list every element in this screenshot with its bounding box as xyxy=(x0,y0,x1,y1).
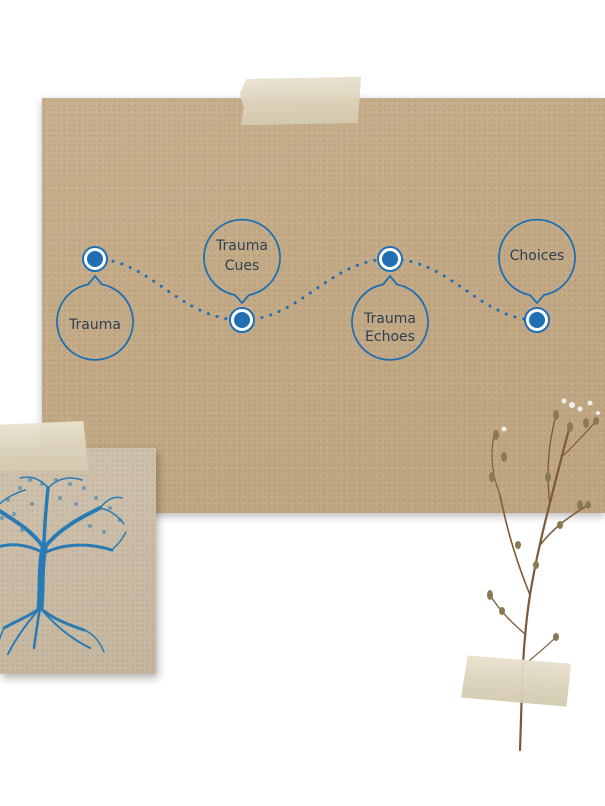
node-trauma-echoes: Trauma Echoes xyxy=(351,246,429,361)
label-trauma-echoes-line2: Echoes xyxy=(365,329,415,345)
label-trauma: Trauma xyxy=(68,317,121,333)
label-trauma-echoes-line1: Trauma xyxy=(363,311,416,327)
tree-card xyxy=(0,448,156,674)
bubble-trauma-echoes xyxy=(351,274,429,361)
bubble-trauma-cues xyxy=(203,218,281,305)
cardboard-card xyxy=(42,98,605,513)
bubble-choices xyxy=(498,218,576,305)
label-trauma-cues-line1: Trauma xyxy=(215,238,268,254)
node-trauma-cues: Trauma Cues xyxy=(203,218,281,333)
label-trauma-cues-line2: Cues xyxy=(225,258,260,274)
dotted-wave-connector xyxy=(93,257,539,322)
label-choices: Choices xyxy=(510,248,565,264)
node-trauma: Trauma xyxy=(56,246,134,361)
tree-illustration-icon xyxy=(0,476,127,655)
node-choices: Choices xyxy=(498,218,576,333)
bubble-trauma xyxy=(56,274,134,361)
